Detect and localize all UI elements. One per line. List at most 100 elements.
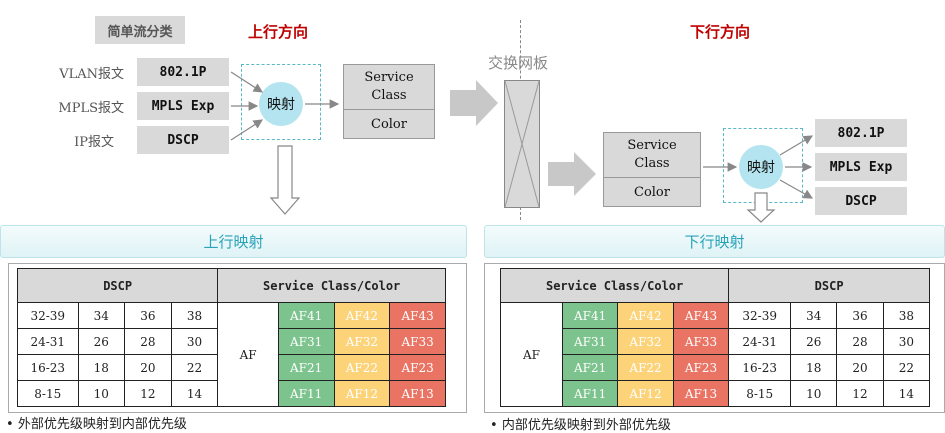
down-arrow-left (269, 145, 301, 215)
left-dscp-header: DSCP (16, 268, 219, 303)
right-value-cell: 12 (836, 380, 884, 407)
right-value-cell: 26 (790, 328, 838, 355)
left-af-cell-green: AF21 (277, 354, 335, 381)
right-value-cell: 38 (882, 302, 931, 329)
left-value-cell: 14 (170, 380, 219, 407)
left-af-label: AF (217, 302, 279, 407)
left-af-cell-yellow: AF12 (333, 380, 391, 407)
left-range-cell: 16-23 (17, 354, 79, 381)
table-row: 16-23 18 20 22 AF21 AF22 AF23 (17, 354, 446, 381)
right-af-cell-red: AF33 (672, 328, 730, 355)
left-color-label: Color (371, 116, 407, 132)
down-direction-title: 下行方向 (690, 23, 751, 41)
right-af-cell-green: AF11 (561, 380, 619, 407)
right-value-cell: 30 (882, 328, 931, 355)
right-range-cell: 32-39 (728, 302, 792, 329)
left-map-frame (241, 64, 321, 140)
right-color-label: Color (634, 184, 670, 200)
right-note-text: 内部优先级映射到外部优先级 (501, 418, 671, 433)
left-af-cell-red: AF33 (389, 328, 446, 355)
right-af-cell-yellow: AF22 (617, 354, 674, 381)
left-value-cell: 28 (124, 328, 172, 355)
up-mapping-banner: 上行映射 (0, 225, 467, 258)
left-value-cell: 22 (170, 354, 219, 381)
right-dscp-header: DSCP (728, 268, 930, 303)
left-af-cell-red: AF43 (389, 302, 446, 329)
right-note: • 内部优先级映射到外部优先级 (490, 418, 671, 433)
table-row: AF11 AF12 AF13 8-15 10 12 14 (501, 380, 931, 407)
left-sc-header: Service Class/Color (217, 268, 446, 303)
right-af-cell-green: AF31 (561, 328, 619, 355)
right-value-cell: 20 (836, 354, 884, 381)
right-af-cell-red: AF13 (672, 380, 730, 407)
right-af-cell-green: AF41 (561, 302, 619, 329)
left-value-cell: 34 (77, 302, 126, 329)
table-row: 24-31 26 28 30 AF31 AF32 AF33 (17, 328, 446, 355)
simple-classify-label: 简单流分类 (95, 16, 185, 44)
left-map-circle: 映射 (259, 82, 303, 126)
left-value-cell: 30 (170, 328, 219, 355)
output-dscp-box: DSCP (815, 187, 907, 215)
right-range-cell: 24-31 (728, 328, 792, 355)
arrow-map-to-dscp (779, 179, 814, 199)
big-arrow-left-to-switch (450, 80, 498, 126)
right-value-cell: 36 (836, 302, 884, 329)
right-mapping-table: Service Class/Color DSCP AF AF41 AF42 AF… (499, 268, 931, 407)
left-service-class-box: Service Class Color (343, 64, 435, 139)
right-value-cell: 18 (790, 354, 838, 381)
input-8021p-box: 802.1P (137, 58, 229, 86)
arrow-8021p-to-map (230, 71, 264, 93)
right-value-cell: 34 (790, 302, 838, 329)
left-mapping-table: DSCP Service Class/Color 32-39 34 36 38 … (16, 268, 446, 407)
left-value-cell: 38 (170, 302, 219, 329)
mpls-label: MPLS报文 (58, 101, 124, 116)
right-af-label: AF (500, 302, 563, 407)
output-mpls-exp-box: MPLS Exp (815, 153, 907, 181)
left-af-cell-yellow: AF42 (333, 302, 391, 329)
left-value-cell: 36 (124, 302, 172, 329)
left-af-cell-yellow: AF22 (333, 354, 391, 381)
left-af-cell-green: AF41 (277, 302, 335, 329)
arrow-map-to-8021p (779, 135, 814, 156)
down-arrow-right (746, 192, 776, 223)
vlan-label: VLAN报文 (59, 67, 124, 82)
left-range-cell: 24-31 (17, 328, 79, 355)
right-value-cell: 22 (882, 354, 931, 381)
right-sc-line2: Class (634, 156, 670, 171)
left-value-cell: 10 (77, 380, 126, 407)
left-range-cell: 32-39 (17, 302, 79, 329)
table-row: 8-15 10 12 14 AF11 AF12 AF13 (17, 380, 446, 407)
switch-x-line-2 (504, 80, 540, 208)
arrow-dscp-to-map (230, 119, 264, 141)
left-af-cell-red: AF23 (389, 354, 446, 381)
right-af-cell-red: AF43 (672, 302, 730, 329)
big-arrow-switch-to-right (548, 152, 596, 196)
right-map-circle: 映射 (739, 145, 783, 189)
left-table-panel (8, 263, 467, 413)
right-value-cell: 10 (790, 380, 838, 407)
left-value-cell: 26 (77, 328, 126, 355)
right-af-cell-red: AF23 (672, 354, 730, 381)
table-row: AF21 AF22 AF23 16-23 18 20 22 (501, 354, 931, 381)
right-service-class-box: Service Class Color (603, 132, 701, 207)
right-af-cell-yellow: AF32 (617, 328, 674, 355)
right-af-cell-yellow: AF12 (617, 380, 674, 407)
right-sc-header: Service Class/Color (499, 268, 730, 303)
right-af-cell-yellow: AF42 (617, 302, 674, 329)
input-dscp-box: DSCP (137, 126, 229, 154)
right-range-cell: 16-23 (728, 354, 792, 381)
right-value-cell: 14 (882, 380, 931, 407)
right-af-cell-green: AF21 (561, 354, 619, 381)
input-mpls-exp-box: MPLS Exp (137, 92, 229, 120)
left-sc-line1: Service (364, 70, 414, 85)
left-note: • 外部优先级映射到内部优先级 (6, 417, 187, 432)
right-sc-line1: Service (627, 138, 677, 153)
left-value-cell: 18 (77, 354, 126, 381)
left-af-cell-green: AF31 (277, 328, 335, 355)
ip-label: IP报文 (74, 135, 114, 150)
left-af-cell-red: AF13 (389, 380, 446, 407)
left-af-cell-green: AF11 (277, 380, 335, 407)
switch-board-label: 交换网板 (488, 54, 549, 72)
left-sc-line2: Class (371, 88, 407, 103)
